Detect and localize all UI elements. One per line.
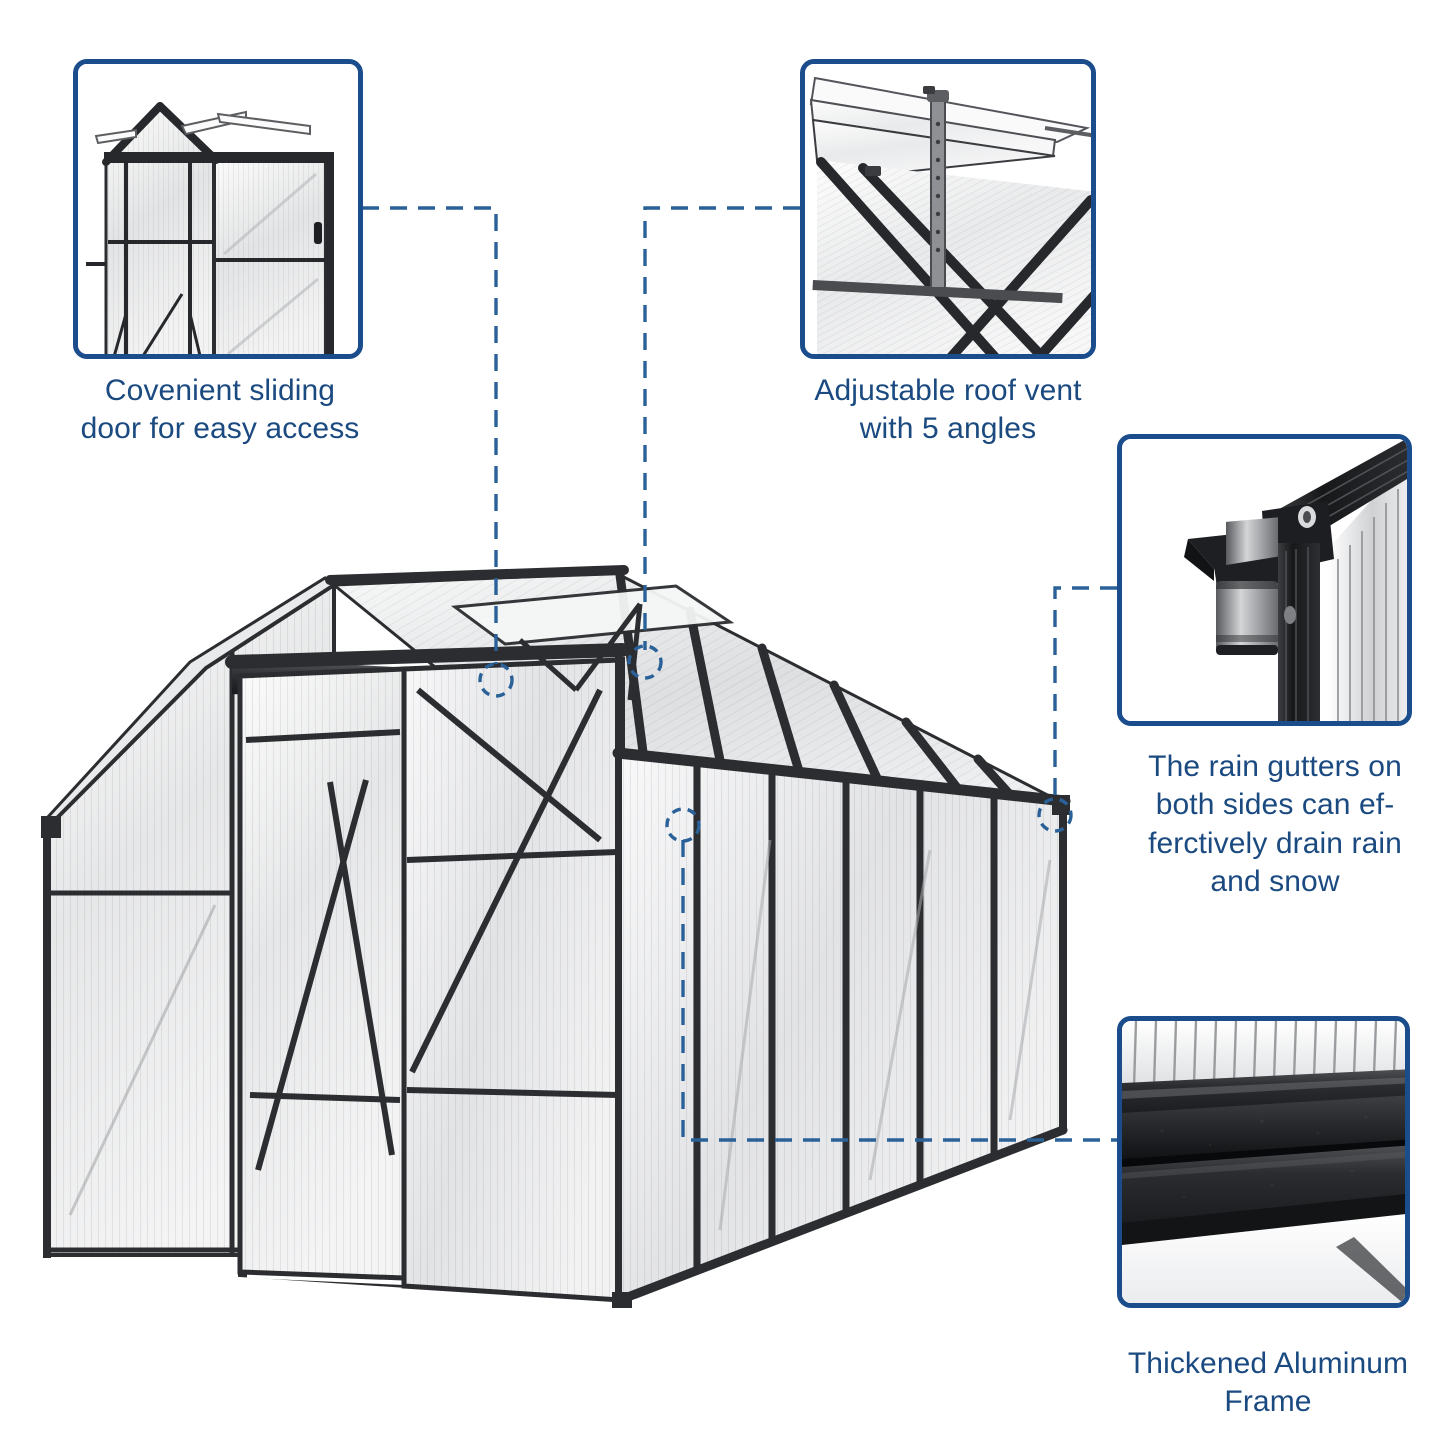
caption-sliding-door-line-1: Covenient sliding (104, 374, 336, 407)
door-leaf-braces (245, 729, 401, 1171)
base-foot-front (612, 1292, 632, 1308)
caption-rain-gutter-line-3: ferctively drain rain (1148, 826, 1402, 860)
caption-rain-gutter-line-2: both sides can ef- (1155, 788, 1395, 822)
callout-panel-aluminum-frame[interactable] (1117, 1016, 1410, 1308)
eave-beam-right (612, 747, 1071, 807)
caption-roof-vent-line-1: Adjustable roof vent (814, 374, 1082, 407)
callout-panel-roof-vent[interactable] (800, 59, 1096, 359)
callout-panel-rain-gutter[interactable] (1117, 434, 1412, 726)
sliding-door-photo (78, 64, 358, 354)
caption-sliding-door: Covenient sliding door for easy access (60, 372, 380, 449)
callout-panel-sliding-door[interactable] (73, 59, 363, 359)
caption-rain-gutter: The rain gutters on both sides can ef- f… (1110, 748, 1440, 902)
door-fixed-braces (406, 687, 619, 1098)
gutter-fitting-right (1052, 795, 1070, 815)
base-rail-right (615, 1125, 1068, 1305)
caption-aluminum-frame: Thickened Aluminum Frame (1098, 1345, 1438, 1422)
caption-aluminum-frame-line-2: Frame (1224, 1385, 1312, 1419)
rain-gutter-photo (1122, 439, 1407, 721)
caption-roof-vent: Adjustable roof vent with 5 angles (785, 372, 1111, 449)
caption-rain-gutter-line-1: The rain gutters on (1148, 750, 1402, 783)
greenhouse-body (41, 565, 1071, 1308)
caption-aluminum-frame-line-1: Thickened Aluminum (1127, 1347, 1409, 1380)
roof-vent-photo (805, 64, 1091, 354)
caption-sliding-door-line-2: door for easy access (80, 412, 360, 446)
gutter-fitting-left (41, 816, 61, 838)
caption-roof-vent-line-2: with 5 angles (859, 412, 1037, 446)
aluminum-frame-photo (1122, 1021, 1405, 1303)
caption-rain-gutter-line-4: and snow (1210, 865, 1340, 899)
